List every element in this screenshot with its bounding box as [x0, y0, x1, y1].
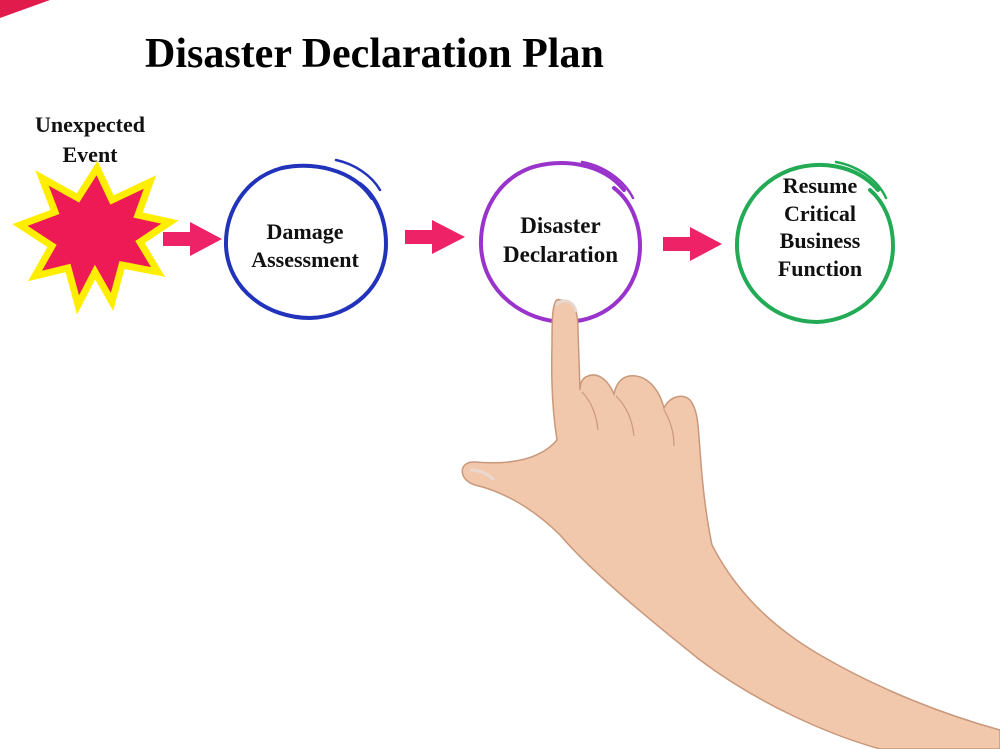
step-label-disaster-declaration: Disaster Declaration	[478, 212, 643, 270]
flow-arrow-3	[663, 227, 722, 261]
step-3-line-2: Critical	[783, 200, 857, 226]
step-2-line-1: Disaster	[520, 213, 601, 238]
flow-arrow-1	[163, 222, 222, 256]
corner-ribbon	[0, 0, 50, 18]
step-label-damage-assessment: Damage Assessment	[230, 218, 380, 273]
step-label-resume-critical-business-function: Resume Critical Business Function	[745, 172, 895, 282]
step-3-line-1: Resume	[782, 173, 858, 198]
step-3-line-4: Function	[777, 255, 863, 281]
trigger-label: Unexpected Event	[20, 110, 160, 169]
step-ring-damage-assessment	[223, 158, 389, 321]
step-1-line-1: Damage	[266, 219, 344, 244]
step-3-line-3: Business	[779, 228, 861, 253]
pointing-hand-icon	[461, 299, 1000, 749]
trigger-label-line-1: Unexpected	[35, 112, 145, 137]
step-2-line-2: Declaration	[503, 241, 618, 267]
flow-arrow-2	[405, 220, 465, 254]
step-ring-disaster-declaration	[478, 160, 643, 325]
trigger-label-line-2: Event	[62, 141, 118, 167]
starburst-icon	[12, 160, 179, 315]
page-title: Disaster Declaration Plan	[145, 31, 604, 77]
step-ring-resume-critical-business-function	[734, 160, 896, 325]
step-1-line-2: Assessment	[251, 246, 359, 272]
